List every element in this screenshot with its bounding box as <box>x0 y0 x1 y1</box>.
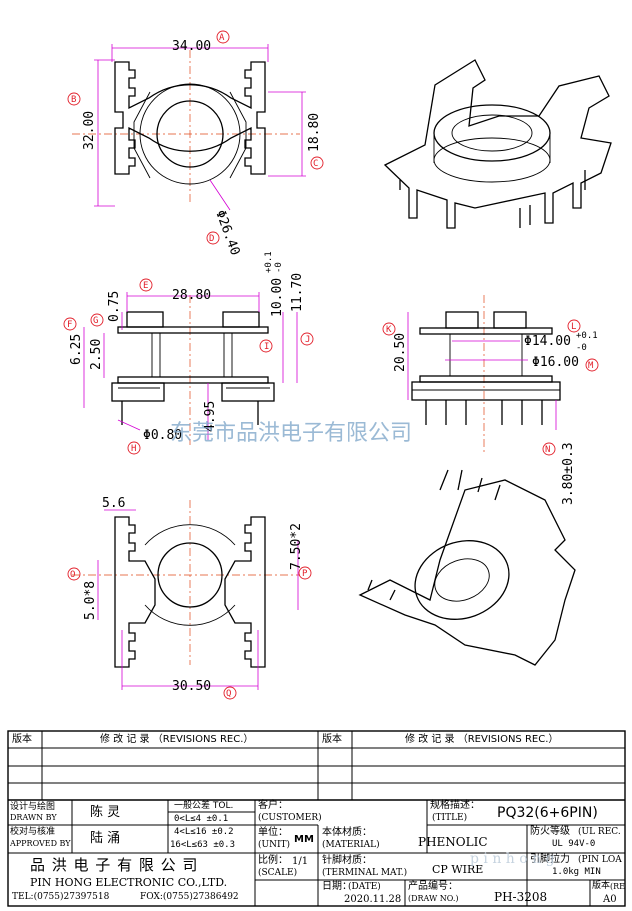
svg-text:C: C <box>313 159 318 169</box>
rev-col-version: 版本 <box>12 734 32 745</box>
svg-text:-0: -0 <box>576 343 587 353</box>
checker-name: 陆 涌 <box>90 831 121 846</box>
svg-text:O: O <box>70 570 75 580</box>
svg-text:A: A <box>219 33 225 43</box>
checked-en: APPROVED BY <box>10 839 71 848</box>
tolerance-row-1: 0<L≤4 ±0.1 <box>174 814 229 824</box>
customer-cn: 客户： <box>258 800 288 811</box>
pull-value: 1.0kg MIN <box>552 867 601 877</box>
svg-text:F: F <box>67 320 72 330</box>
dim-side-pin-gap: 4.95 <box>203 401 218 432</box>
dim-top-height: 32.00 <box>82 111 97 150</box>
date-cn: 日期： <box>322 881 352 892</box>
svg-text:+0.1: +0.1 <box>264 251 274 273</box>
svg-text:I: I <box>264 342 269 352</box>
fire-cn: 防火等级 <box>530 826 570 837</box>
site-watermark: p i n h o n g <box>470 851 555 867</box>
company-tel: TEL:(0755)27397518 <box>12 892 110 902</box>
spec-cn: 规格描述： <box>430 800 480 811</box>
unit-cn: 单位： <box>258 827 288 838</box>
side-view: 28.80 6.25 2.50 0.75 10.00 +0.1 -0 11.70… <box>63 251 314 455</box>
dim-bot-w2: 30.50 <box>172 679 211 694</box>
svg-text:P: P <box>302 569 308 579</box>
dim-side-h2: 2.50 <box>89 339 104 370</box>
date-en: (DATE) <box>348 882 381 892</box>
dim-front-pin: 3.80±0.3 <box>561 442 576 505</box>
watermark-company: 东莞市品洪电子有限公司 <box>170 421 412 446</box>
svg-text:K: K <box>386 325 392 335</box>
svg-text:M: M <box>588 361 594 371</box>
svg-text:D: D <box>209 234 214 244</box>
fire-value: UL 94V-0 <box>552 839 596 849</box>
dim-top-inner: 18.80 <box>307 113 322 152</box>
bottom-view: 5.6 5.0*8 7.50*2 30.50 O P Q <box>67 496 312 700</box>
svg-text:B: B <box>71 95 76 105</box>
svg-text:E: E <box>143 281 148 291</box>
tolerance-title: 一般公差 TOL. <box>174 801 234 811</box>
checked-cn: 校对与核准 <box>10 827 56 837</box>
svg-text:N: N <box>545 445 550 455</box>
svg-text:H: H <box>131 444 136 454</box>
material-en: (MATERIAL) <box>322 840 380 850</box>
designed-cn: 设计与绘图 <box>10 802 56 812</box>
version-value: A0 <box>603 894 617 905</box>
unit-en: (UNIT) <box>258 840 291 850</box>
partno-cn: 产品编号： <box>408 881 458 892</box>
dim-top-width: 34.00 <box>172 39 211 54</box>
dim-side-h5: 11.70 <box>290 273 305 312</box>
dim-bot-w1: 5.6 <box>102 496 125 511</box>
iso-view-top <box>383 59 612 229</box>
partno-en: (DRAW NO.) <box>408 894 459 903</box>
tolerance-row-3: 16<L≤63 ±0.3 <box>170 840 236 850</box>
spec-value: PQ32(6+6PIN) <box>497 805 598 821</box>
version-cn: 版本 <box>592 881 611 891</box>
pull-cn: 引脚拉力 <box>530 854 570 865</box>
partno-value: PH-3208 <box>494 890 548 904</box>
rev-col-record: 修 改 记 录 （REVISIONS REC.） <box>100 734 254 745</box>
tolerance-row-2: 4<L≤16 ±0.2 <box>174 827 234 837</box>
customer-en: (CUSTOMER) <box>258 813 322 823</box>
fire-en: (UL REC. <box>578 827 621 837</box>
dim-front-d1: Φ14.00 <box>524 334 571 349</box>
material-value: PHENOLIC <box>418 835 488 849</box>
dim-bot-h1: 5.0*8 <box>83 581 98 620</box>
designed-en: DRAWN BY <box>10 813 57 822</box>
terminal-value: CP WIRE <box>432 863 484 876</box>
terminal-cn: 针脚材质： <box>322 855 372 866</box>
scale-cn: 比例： <box>258 855 288 866</box>
svg-text:Q: Q <box>226 689 231 699</box>
scale-en: (SCALE) <box>258 868 298 878</box>
spec-en: (TITLE) <box>432 813 468 823</box>
svg-text:G: G <box>93 316 98 326</box>
pull-en: (PIN LOA <box>578 855 622 865</box>
dim-side-h4: 10.00 <box>270 278 285 317</box>
top-view: 34.00 32.00 18.80 Φ26.40 A B C D <box>67 30 324 258</box>
rev-col-record2: 修 改 记 录 （REVISIONS REC.） <box>405 734 559 745</box>
svg-text:-0: -0 <box>274 262 284 273</box>
date-value: 2020.11.28 <box>344 894 402 905</box>
version-en: (RE <box>610 882 625 891</box>
material-cn: 本体材质： <box>322 827 372 838</box>
designer-name: 陈 灵 <box>90 805 121 820</box>
dim-front-h: 20.50 <box>393 333 408 372</box>
front-view: 20.50 Φ14.00 +0.1 -0 Φ16.00 3.80±0.3 K L… <box>382 295 599 505</box>
dim-side-width: 28.80 <box>172 288 211 303</box>
svg-text:J: J <box>305 335 310 345</box>
scale-value: 1/1 <box>292 856 309 867</box>
company-fax: FOX:(0755)27386492 <box>140 892 239 902</box>
rev-col-version2: 版本 <box>322 734 342 745</box>
dim-bot-h2: 7.50*2 <box>289 523 304 570</box>
svg-text:L: L <box>571 322 576 332</box>
technical-drawing: .k { fill:none; stroke:#000; stroke-widt… <box>63 30 612 700</box>
iso-view-bottom <box>358 469 576 666</box>
terminal-en: (TERMINAL MAT.) <box>322 868 408 878</box>
dim-front-d2: Φ16.00 <box>532 355 579 370</box>
unit-value: MM <box>294 834 314 845</box>
company-name-cn: 品 洪 电 子 有 限 公 司 <box>30 856 199 874</box>
company-name-en: PIN HONG ELECTRONIC CO.,LTD. <box>30 876 228 889</box>
dim-side-h1: 6.25 <box>69 334 84 365</box>
dim-side-h3: 0.75 <box>107 291 122 322</box>
dim-side-pin-dia: Φ0.80 <box>143 428 182 443</box>
svg-text:+0.1: +0.1 <box>576 331 598 341</box>
